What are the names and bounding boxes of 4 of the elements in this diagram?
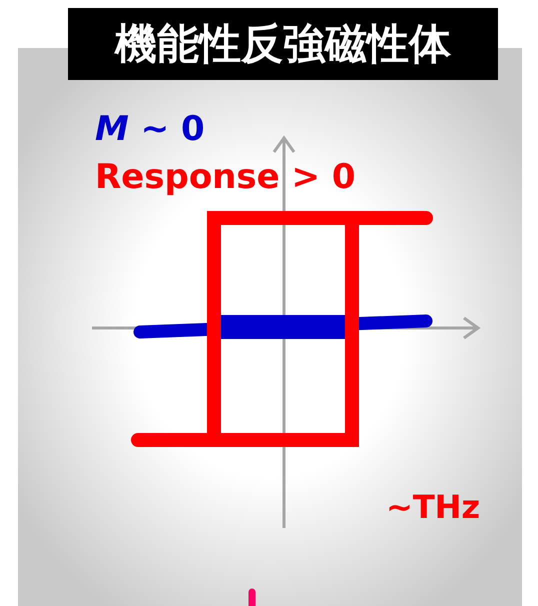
frequency-label: ~THz xyxy=(386,491,480,523)
magnetization-label: M ~ 0 xyxy=(95,112,205,146)
title: 機能性反強磁性体 xyxy=(68,8,498,80)
response-label: Response > 0 xyxy=(95,160,356,194)
